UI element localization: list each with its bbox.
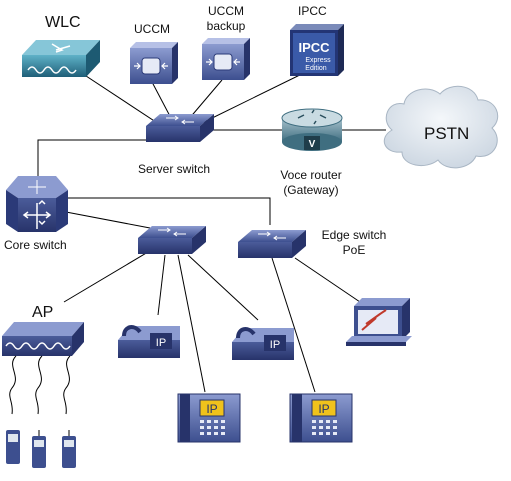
ipcc-badge-edition: Edition [305,65,327,72]
uccm-label: UCCM [134,22,170,36]
uccm-backup-label: UCCM backup [206,4,246,34]
voice-router-label-line2: (Gateway) [283,183,339,197]
voice-router-label-line1: Voce router [280,168,342,182]
ip-phone2-badge: IP [270,339,280,351]
server-switch-label: Server switch [138,162,211,176]
workstation-icon [346,298,412,346]
link-server-switch-core [37,139,148,178]
wlc-label: WLC [45,14,81,31]
ip-phone3-badge: IP [206,402,217,416]
uccm-backup-label-line2: backup [206,19,246,33]
server-switch-icon [146,114,214,142]
access-switch-icon [138,226,206,254]
link-ipcc-server-switch [199,69,311,125]
link-uccm-server-switch [151,81,173,121]
voice-router-label: Voce router (Gateway) [268,168,354,198]
link-core-access-switch [65,211,151,229]
ipcc-badge-express: Express [305,57,331,64]
ip-phone-icon: IP [232,327,294,360]
cloud-icon [383,85,499,169]
ipcc-label: IPCC [298,4,327,18]
edge-switch-label-line1: Edge switch [321,228,387,242]
link-access-ap [63,251,149,303]
ipcc-badge-big: IPCC [298,40,330,55]
link-access-phone3 [177,254,206,393]
connection-lines [37,69,386,393]
pstn-label: PSTN [424,124,470,143]
edge-switch-label: Edge switch PoE [314,228,394,258]
ip-phone4-badge: IP [318,402,329,416]
ipcc-icon: IPCC Express Edition [290,24,344,76]
router-badge: V [309,139,316,150]
link-edge-workstation [294,257,361,303]
ip-phone-icon: IP [289,393,353,443]
edge-switch-icon [238,230,306,258]
wlc-icon [22,40,100,77]
ip-phone1-badge: IP [156,337,166,349]
ip-phone-icon: IP [177,393,241,443]
link-wlc-server-switch [79,71,166,129]
ap-label: AP [32,304,54,321]
ip-phone-icon: IP [118,325,180,358]
uccm-server-icon [130,42,178,84]
uccm-backup-label-line1: UCCM [208,4,244,18]
access-point-icon [2,322,84,415]
router-icon: V [281,108,343,151]
edge-switch-label-line2: PoE [342,243,366,257]
link-access-phone2 [187,254,259,321]
link-access-phone1 [157,254,166,316]
wireless-phone-icon [6,430,76,468]
link-core-edge-switch [66,197,271,225]
link-uccm-backup-server-switch [187,79,223,121]
uccm-backup-server-icon [202,38,250,80]
link-edge-phone4 [271,257,316,393]
core-switch-label: Core switch [4,238,67,252]
core-switch-icon [6,176,68,232]
